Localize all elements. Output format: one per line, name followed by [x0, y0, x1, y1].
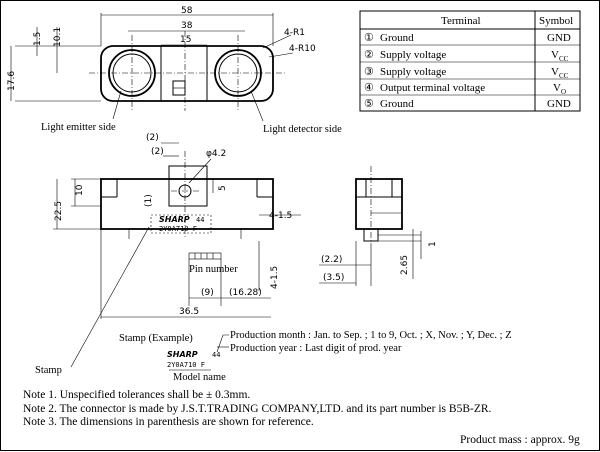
- label-detector-side: Light detector side: [263, 124, 342, 135]
- dim-415a: 4-1.5: [269, 211, 292, 221]
- terminal-symbol-sub: CC: [559, 72, 569, 80]
- product-mass: Product mass : approx. 9g: [460, 434, 580, 446]
- dim-p9: (9): [201, 288, 214, 298]
- terminal-number: ③: [364, 66, 374, 78]
- dim-p22: (2.2): [321, 255, 342, 265]
- note-line: Note 3. The dimensions in parenthesis ar…: [23, 416, 314, 428]
- dim-side-1: 1: [428, 241, 438, 247]
- label-production-year: Production year : Last digit of prod. ye…: [230, 343, 402, 354]
- dim-r10: 4-R10: [289, 44, 316, 54]
- terminal-name: Supply voltage: [380, 66, 446, 78]
- terminal-symbol: V: [551, 66, 559, 78]
- dim-inner: 38: [181, 21, 193, 31]
- note-line: Note 1. Unspecified tolerances shall be …: [23, 389, 250, 401]
- stamp-code: 44: [212, 351, 220, 359]
- dim-415b: 4-1.5: [270, 266, 280, 289]
- dim-p35: (3.5): [323, 273, 344, 283]
- terminal-symbol: V: [551, 49, 559, 61]
- terminal-number: ①: [364, 32, 374, 44]
- stamp-example-title: Stamp (Example): [119, 333, 193, 344]
- terminal-symbol-sub: CC: [559, 55, 569, 63]
- terminal-number: ②: [364, 49, 374, 61]
- dim-365: 36.5: [179, 307, 199, 317]
- terminal-number: ⑤: [364, 98, 374, 110]
- dim-p2a: (2): [146, 133, 159, 143]
- front-view: SHARP 44 2Y0A710 F (2) (2) φ4.2 10 22.5 …: [53, 133, 301, 319]
- stamp-model-code: 2Y0A710 F: [167, 361, 205, 369]
- dim-overall: 58: [181, 6, 193, 16]
- dim-height: 17.6: [7, 71, 17, 91]
- table-header-terminal: Terminal: [441, 15, 481, 27]
- terminal-symbol-sub: O: [561, 88, 566, 96]
- front-stamp-brand: SHARP: [159, 215, 190, 224]
- dim-hole: φ4.2: [206, 149, 226, 159]
- dim-d10: 10: [75, 184, 85, 196]
- terminal-symbol: V: [553, 82, 561, 94]
- terminal-number: ④: [364, 82, 374, 94]
- label-production-month: Production month : Jan. to Sep. ; 1 to 9…: [230, 330, 512, 341]
- label-stamp: Stamp: [35, 365, 62, 376]
- dim-p1628: (16.28): [229, 288, 262, 298]
- stamp-example: Stamp (Example) SHARP 44 2Y0A710 F Model…: [35, 226, 512, 383]
- terminal-name: Ground: [380, 98, 414, 110]
- front-stamp-code: 44: [196, 216, 204, 224]
- dim-265: 2.65: [400, 255, 410, 275]
- dim-d2: 10.1: [53, 27, 63, 47]
- terminal-name: Supply voltage: [380, 49, 446, 61]
- label-emitter-side: Light emitter side: [41, 122, 116, 133]
- side-view: (2.2) (3.5) 2.65 1: [319, 166, 438, 286]
- label-pin-number: Pin number: [189, 264, 238, 275]
- dim-p2b: (2): [151, 147, 164, 157]
- terminal-name: Output terminal voltage: [380, 82, 485, 94]
- terminal-symbol: GND: [547, 98, 571, 110]
- notes: Note 1. Unspecified tolerances shall be …: [23, 389, 580, 446]
- front-stamp-model: 2Y0A710 F: [159, 225, 197, 233]
- terminal-name: Ground: [380, 32, 414, 44]
- terminal-symbol: GND: [547, 32, 571, 44]
- dim-d5: 5: [218, 185, 228, 191]
- note-line: Note 2. The connector is made by J.S.T.T…: [23, 403, 492, 415]
- dim-center: 15: [180, 35, 191, 45]
- table-header-symbol: Symbol: [539, 15, 573, 27]
- dim-d1: 1.5: [33, 32, 43, 46]
- terminal-table: Terminal Symbol ① Ground GND ② Supply vo…: [359, 10, 581, 112]
- stamp-brand: SHARP: [167, 350, 198, 359]
- top-view: 58 38 15 17.6 1.5 10.1 4-R1 4-R10 Light …: [7, 6, 342, 135]
- dim-p1: (1): [144, 194, 154, 207]
- dim-r1: 4-R1: [284, 28, 305, 38]
- label-model-name: Model name: [173, 372, 226, 383]
- dim-d22: 22.5: [54, 201, 64, 221]
